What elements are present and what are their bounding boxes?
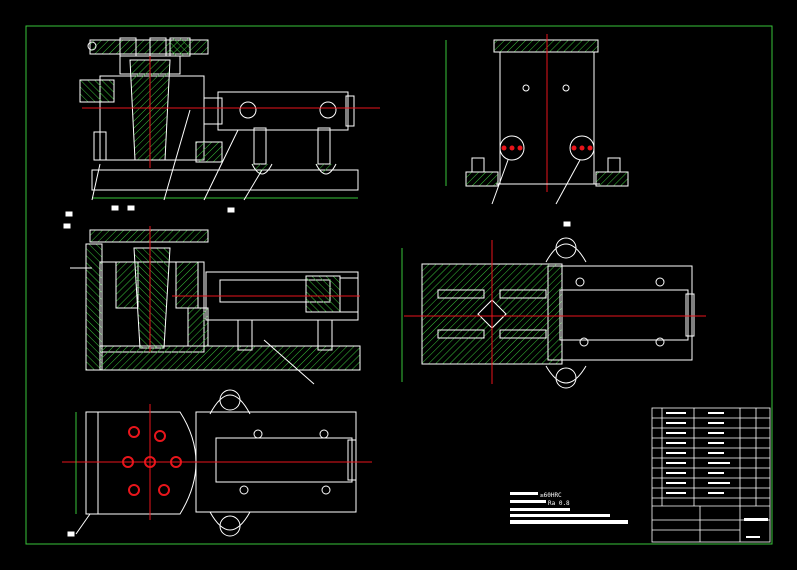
title-block-marks — [666, 412, 768, 538]
title-block — [651, 407, 771, 543]
outer-frame — [25, 25, 773, 545]
side-view — [445, 34, 629, 227]
note-line-1: ≥60HRC — [540, 492, 562, 499]
plan-view — [62, 389, 372, 537]
section-view — [63, 205, 361, 385]
top-view — [401, 237, 706, 389]
plan-view-bolts — [122, 426, 182, 496]
front-view — [79, 37, 380, 213]
side-view-bolts — [501, 145, 593, 151]
technical-notes: ≥60HRC Ra 0.8 — [510, 492, 628, 524]
note-line-2: Ra 0.8 — [548, 500, 570, 507]
